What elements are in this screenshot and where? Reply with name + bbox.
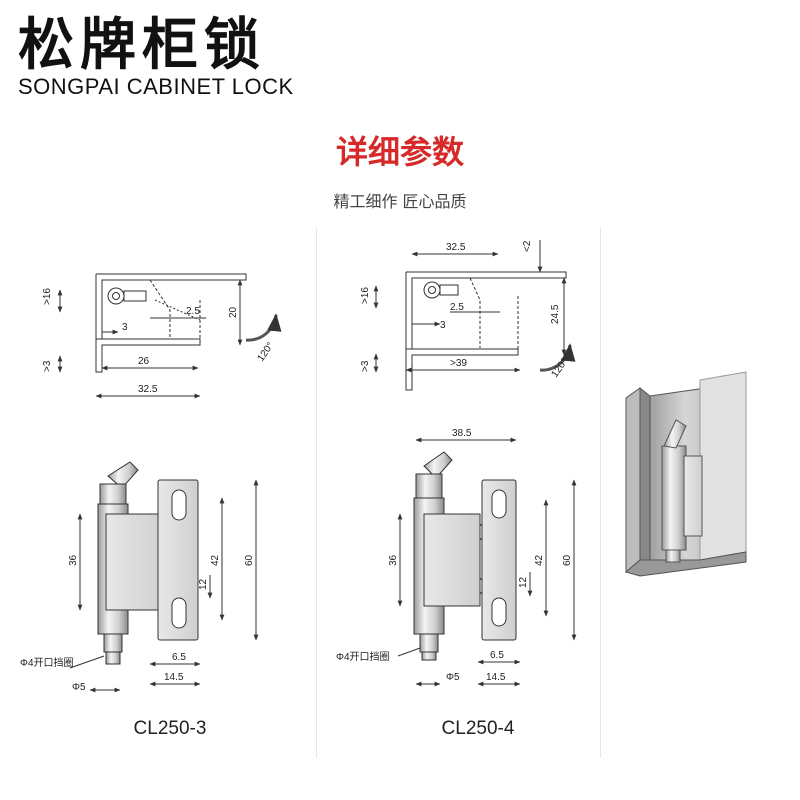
left-front-dim-labels: 36 42 60 12 6.5 14.5 Φ5 Φ4开口挡圈 <box>20 554 255 693</box>
left-front-view <box>69 461 259 693</box>
dim-left-36: 36 <box>68 554 79 566</box>
model-label-left: CL250-3 <box>133 718 207 739</box>
model-label-right: CL250-4 <box>441 718 515 739</box>
dim-right-gt16: >16 <box>360 287 371 304</box>
section-subtitle: 精工细作 匠心品质 <box>333 192 467 211</box>
dim-right-38-5: 38.5 <box>452 428 472 439</box>
dim-left-32-5: 32.5 <box>138 384 158 395</box>
dim-left-20: 20 <box>228 306 239 318</box>
left-side-view <box>57 273 282 399</box>
divider-left <box>316 228 317 758</box>
left-side-dim-labels: >16 >3 3 2.5 20 26 32.5 120° <box>42 288 276 395</box>
dim-left-14-5: 14.5 <box>164 672 184 683</box>
section-title: 详细参数 <box>335 133 464 171</box>
dim-left-gt16: >16 <box>42 288 53 305</box>
dim-right-32-5: 32.5 <box>446 242 466 253</box>
dim-left-42: 42 <box>210 554 221 566</box>
dim-right-gt39: >39 <box>450 358 467 369</box>
installation-render <box>624 371 747 577</box>
right-front-view <box>397 437 577 687</box>
dim-left-gt3: >3 <box>42 360 53 372</box>
dim-left-3: 3 <box>122 322 128 333</box>
brand-name-en: SONGPAI CABINET LOCK <box>18 74 294 99</box>
right-side-dim-labels: 32.5 <2 >16 3 2.5 24.5 >3 >39 120° <box>360 240 570 380</box>
divider-right <box>600 228 601 758</box>
rotation-left: 120° <box>255 340 276 363</box>
dim-right-12: 12 <box>518 576 529 588</box>
dim-right-60: 60 <box>562 554 573 566</box>
dim-right-phi5: Φ5 <box>446 672 460 683</box>
dim-left-2-5: 2.5 <box>186 306 200 317</box>
dim-left-phi5: Φ5 <box>72 682 86 693</box>
dim-left-60: 60 <box>244 554 255 566</box>
right-front-dim-labels: 38.5 36 42 60 12 6.5 14.5 Φ5 Φ4开口挡圈 <box>336 428 573 683</box>
dim-right-42: 42 <box>534 554 545 566</box>
dim-right-6-5: 6.5 <box>490 650 504 661</box>
dim-left-6-5: 6.5 <box>172 652 186 663</box>
dim-left-26: 26 <box>138 356 150 367</box>
dim-left-12: 12 <box>198 578 209 590</box>
dim-right-3: 3 <box>440 320 446 331</box>
dim-right-36: 36 <box>388 554 399 566</box>
rotation-right: 120° <box>549 356 570 379</box>
brand-name-cn: 松牌柜锁 <box>18 13 266 78</box>
callout-right-retaining-ring: Φ4开口挡圈 <box>336 650 390 663</box>
brand-logo: 松牌柜锁 SONGPAI CABINET LOCK <box>18 14 294 98</box>
right-side-view <box>373 240 576 391</box>
dim-right-24-5: 24.5 <box>550 304 561 324</box>
dim-right-gt3: >3 <box>360 360 371 372</box>
dim-right-2-5: 2.5 <box>450 302 464 313</box>
dim-right-14-5: 14.5 <box>486 672 506 683</box>
dim-right-lt2: <2 <box>522 240 533 252</box>
callout-left-retaining-ring: Φ4开口挡圈 <box>20 656 74 669</box>
